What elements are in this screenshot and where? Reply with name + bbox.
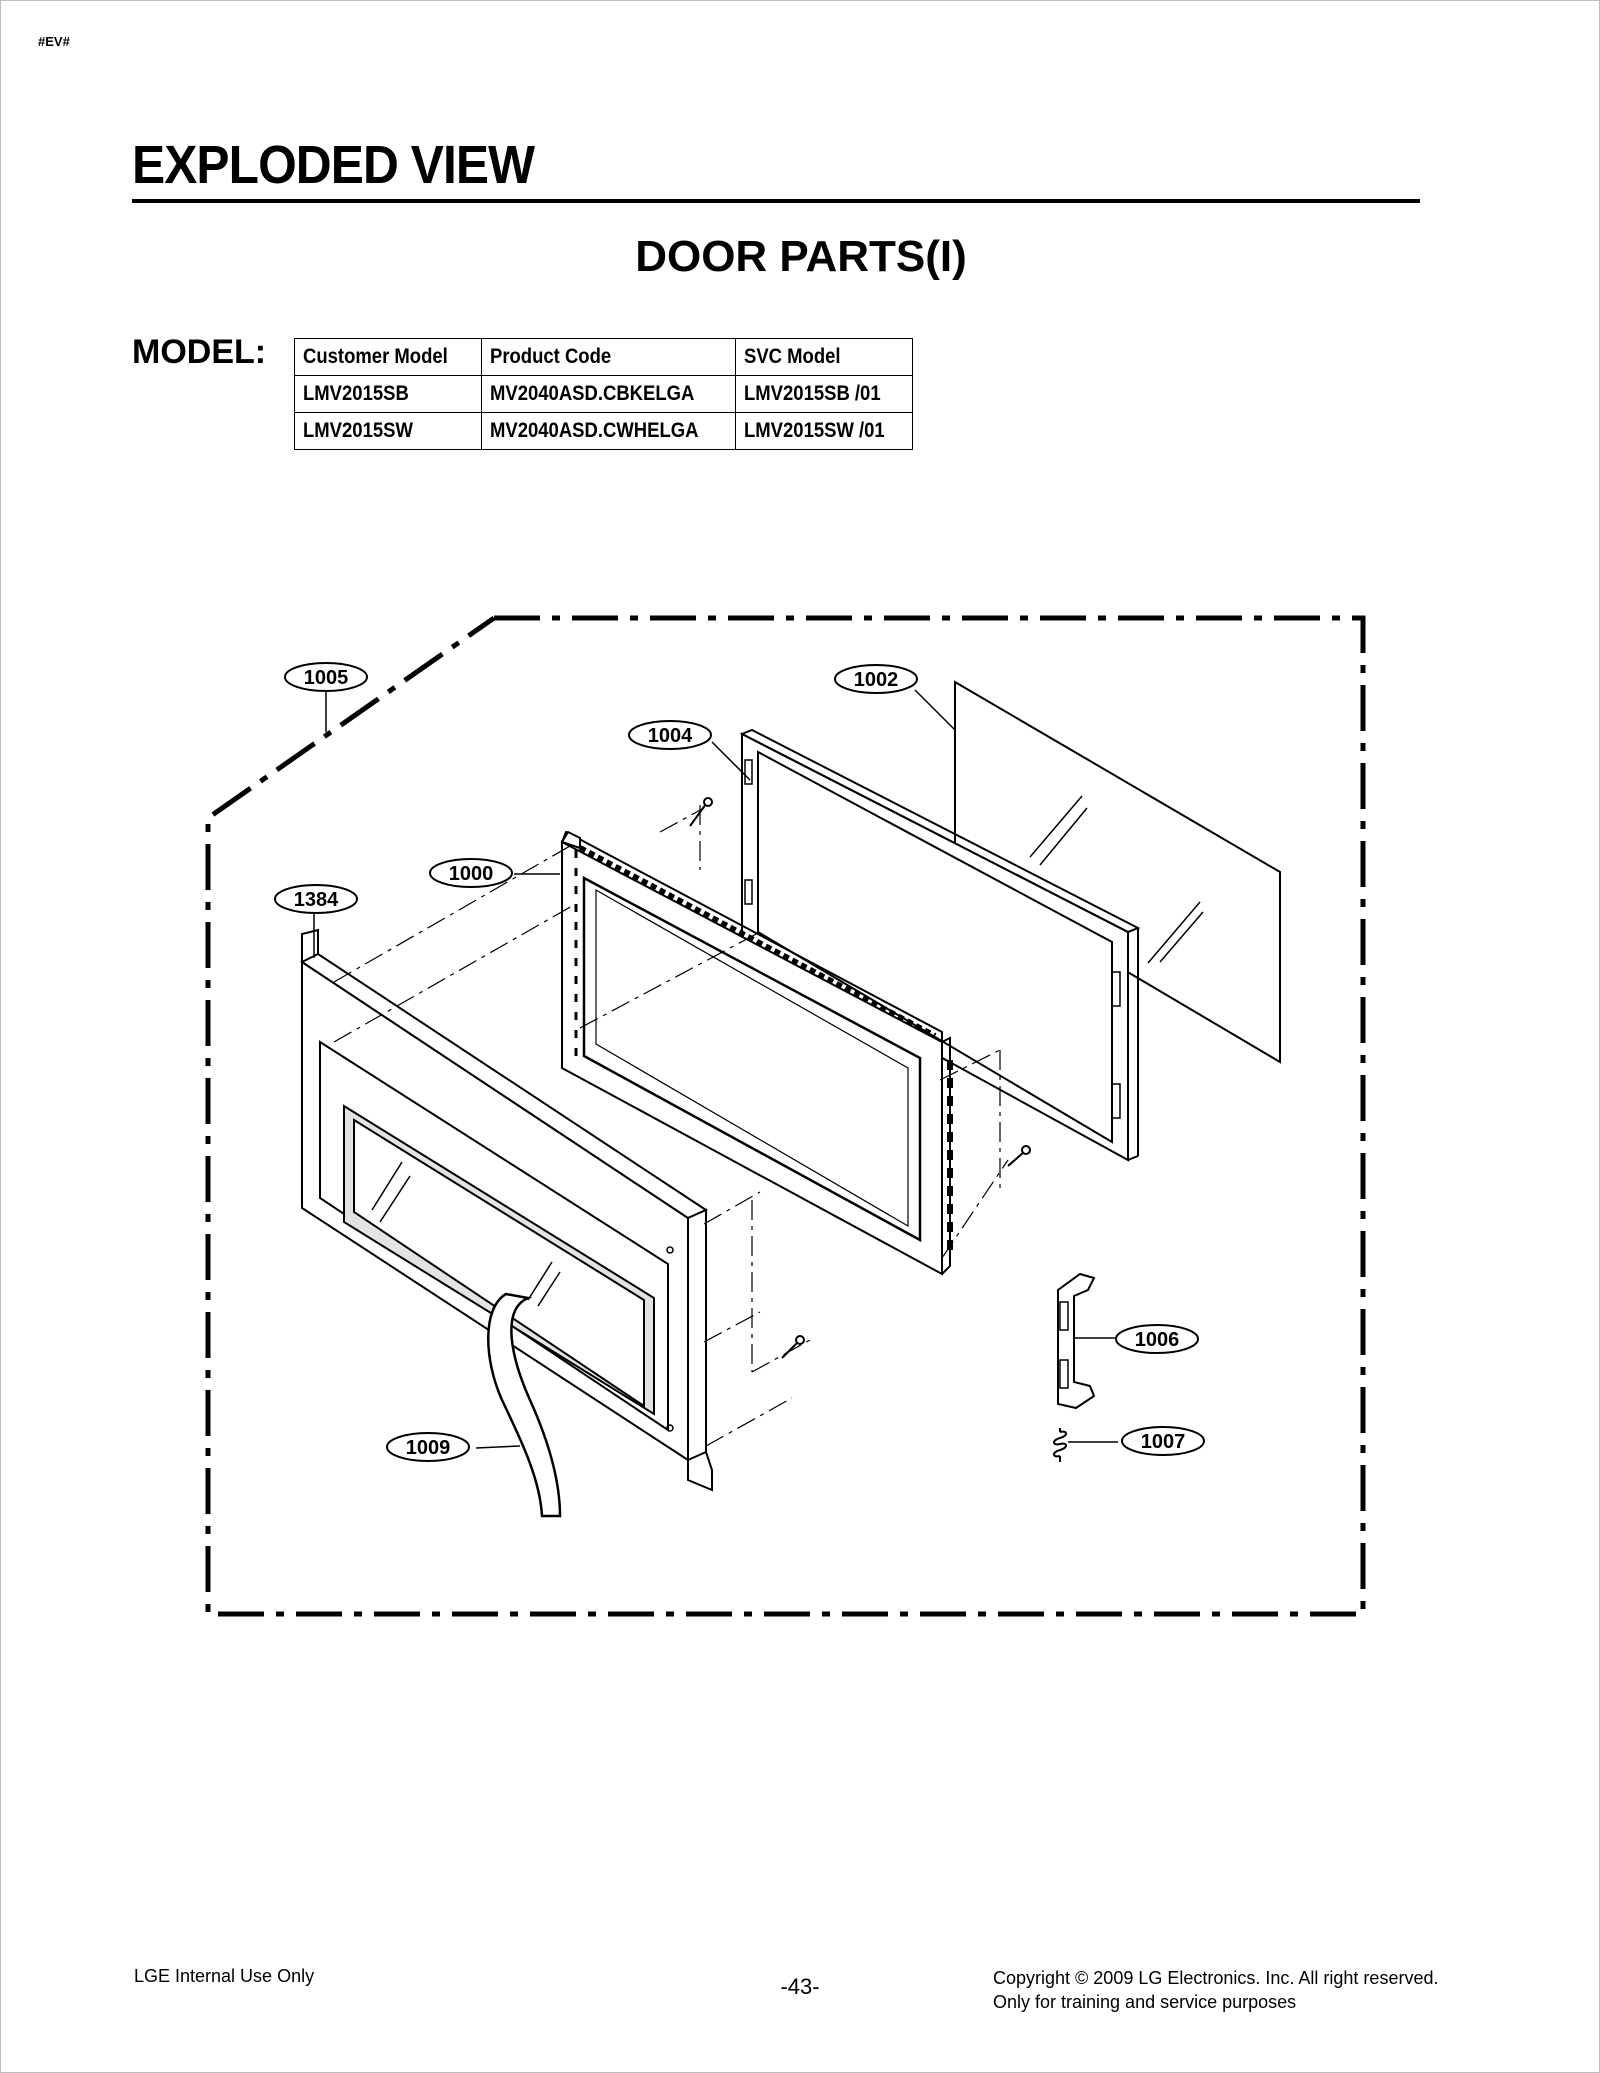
- cell-svc-model: LMV2015SW /01: [734, 412, 913, 450]
- callout-1006-label: 1006: [1135, 1329, 1180, 1351]
- footer-copyright-block: Copyright © 2009 LG Electronics. Inc. Al…: [993, 1966, 1438, 2014]
- page-number: -43-: [780, 1974, 820, 1999]
- inner-door-part: [560, 830, 953, 1276]
- page-tag: #EV#: [38, 34, 70, 49]
- alignment-lines: [333, 805, 1009, 1447]
- title-rule: [132, 199, 1420, 203]
- section-title: DOOR PARTS(I): [635, 232, 967, 281]
- diagram-boundary: [205, 615, 1366, 1617]
- door-handle-part: [487, 1292, 562, 1518]
- model-table: Customer Model Product Code SVC Model LM…: [294, 338, 913, 450]
- screw-parts: [689, 797, 1031, 1359]
- footer-purpose: Only for training and service purposes: [993, 1992, 1297, 2012]
- table-row: LMV2015SB MV2040ASD.CBKELGA LMV2015SB /0…: [294, 375, 913, 413]
- callout-1000-label: 1000: [449, 863, 494, 885]
- callout-1009-label: 1009: [406, 1437, 451, 1459]
- door-frame-part: [739, 728, 1141, 1162]
- callout-1384: 1384: [274, 884, 358, 914]
- callout-1002-label: 1002: [854, 669, 899, 691]
- outer-door-part: [300, 928, 713, 1492]
- cell-customer-model: LMV2015SW: [294, 412, 482, 450]
- callout-1002: 1002: [834, 664, 918, 694]
- footer-copyright: Copyright © 2009 LG Electronics. Inc. Al…: [993, 1968, 1439, 1988]
- callout-1009: 1009: [386, 1432, 470, 1462]
- callout-1000: 1000: [429, 858, 513, 888]
- door-spring-part: [1053, 1428, 1067, 1462]
- page-title: EXPLODED VIEW: [132, 135, 535, 195]
- cell-svc-model: LMV2015SB /01: [734, 375, 913, 413]
- door-glass-part: [954, 680, 1281, 1064]
- table-row: LMV2015SW MV2040ASD.CWHELGA LMV2015SW /0…: [294, 412, 913, 450]
- cell-product-code: MV2040ASD.CWHELGA: [481, 412, 736, 450]
- callout-1004: 1004: [628, 720, 712, 750]
- callout-1006: 1006: [1115, 1324, 1199, 1354]
- footer-internal-use: LGE Internal Use Only: [134, 1966, 315, 1986]
- callout-1005: 1005: [284, 662, 368, 692]
- callout-1007-label: 1007: [1141, 1431, 1186, 1453]
- callout-1004-label: 1004: [648, 725, 693, 747]
- door-hook-part: [1057, 1272, 1096, 1410]
- callout-1384-label: 1384: [294, 889, 339, 911]
- leader-lines: [313, 689, 1118, 1449]
- model-label: MODEL:: [132, 333, 267, 371]
- model-table-header-row: Customer Model Product Code SVC Model: [294, 338, 913, 376]
- cell-customer-model: LMV2015SB: [294, 375, 482, 413]
- header-cell-customer-model: Customer Model: [294, 338, 482, 376]
- cell-product-code: MV2040ASD.CBKELGA: [481, 375, 736, 413]
- callout-1007: 1007: [1121, 1426, 1205, 1456]
- header-cell-svc-model: SVC Model: [734, 338, 913, 376]
- callout-1005-label: 1005: [304, 667, 349, 689]
- header-cell-product-code: Product Code: [481, 338, 736, 376]
